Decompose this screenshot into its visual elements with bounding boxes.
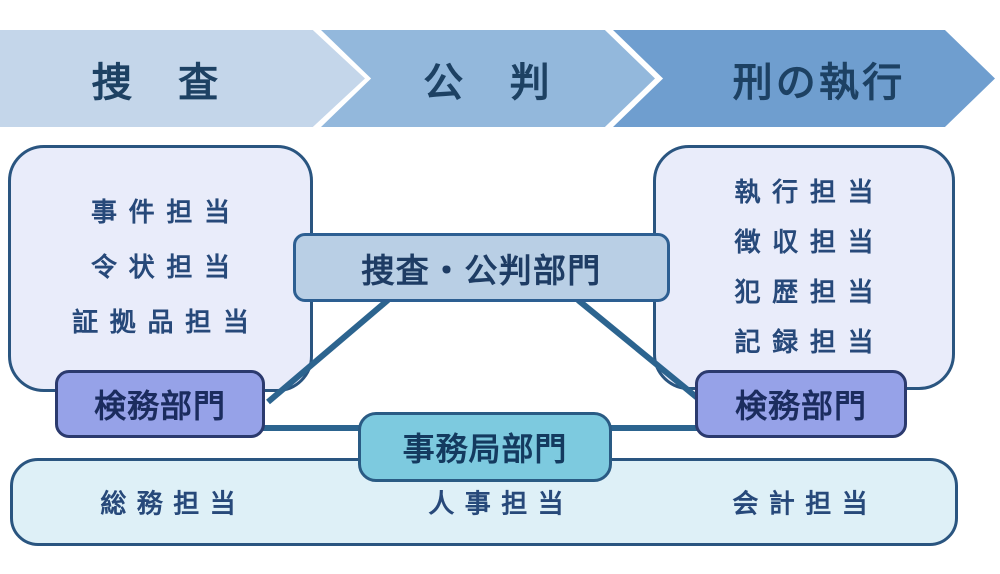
connector-center-to-kenmu-left <box>266 297 390 405</box>
kenmu-dept-left-label: 検務部門 <box>94 387 226 425</box>
duty-item-personnel: 人事担当 <box>428 489 574 520</box>
banner-step-execution-label: 刑の執行 <box>732 59 906 106</box>
admin-duties-box: 総務担当 人事担当 会計担当 <box>10 458 958 546</box>
banner-step-investigation-label: 捜 査 <box>91 59 222 106</box>
kenmu-dept-box-right: 検務部門 <box>695 370 907 438</box>
duty-item-execution: 執行担当 <box>734 177 886 208</box>
duty-item-accounting: 会計担当 <box>732 489 878 520</box>
duty-item-collection: 徴収担当 <box>734 227 886 258</box>
secretariat-dept-label: 事務局部門 <box>402 430 568 468</box>
connector-center-to-kenmu-right <box>576 297 702 403</box>
prosecution-trial-dept-label: 捜査・公判部門 <box>361 250 602 290</box>
prosecution-trial-dept-box: 捜査・公判部門 <box>293 233 670 302</box>
duty-item-warrant: 令状担当 <box>90 253 242 283</box>
kenmu-dept-right-label: 検務部門 <box>735 387 867 425</box>
banner-step-investigation: 捜 査 <box>0 30 365 127</box>
banner-step-trial: 公 判 <box>321 30 655 127</box>
duty-item-records: 記録担当 <box>734 327 886 358</box>
secretariat-dept-box: 事務局部門 <box>358 412 612 482</box>
kenmu-dept-box-left: 検務部門 <box>55 370 265 438</box>
duty-item-evidence: 証拠品担当 <box>72 308 261 338</box>
banner-step-execution: 刑の執行 <box>613 30 995 127</box>
duty-item-general-affairs: 総務担当 <box>100 489 246 520</box>
duty-item-criminal-record: 犯歴担当 <box>734 277 886 308</box>
banner-step-trial-label: 公 判 <box>423 59 553 106</box>
execution-duties-box: 執行担当 徴収担当 犯歴担当 記録担当 <box>653 145 955 390</box>
duty-item-case: 事件担当 <box>90 198 242 228</box>
